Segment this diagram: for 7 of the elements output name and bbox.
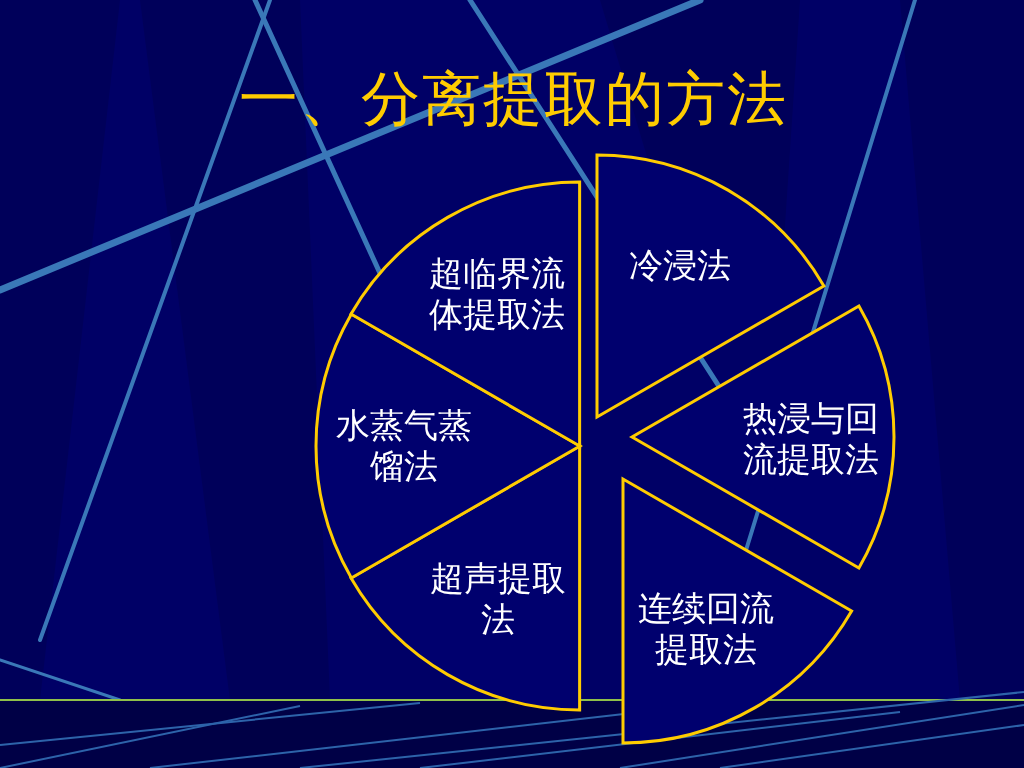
slide-title: 一、分离提取的方法 (238, 63, 788, 135)
slice-label: 连续回流提取法 (637, 587, 775, 670)
slice-label: 超临界流体提取法 (428, 252, 566, 335)
slice-label: 超声提取法 (429, 557, 567, 640)
slice-label: 冷浸法 (629, 244, 731, 286)
slice-label: 水蒸气蒸馏法 (335, 404, 473, 487)
slice-label: 热浸与回流提取法 (742, 397, 880, 480)
